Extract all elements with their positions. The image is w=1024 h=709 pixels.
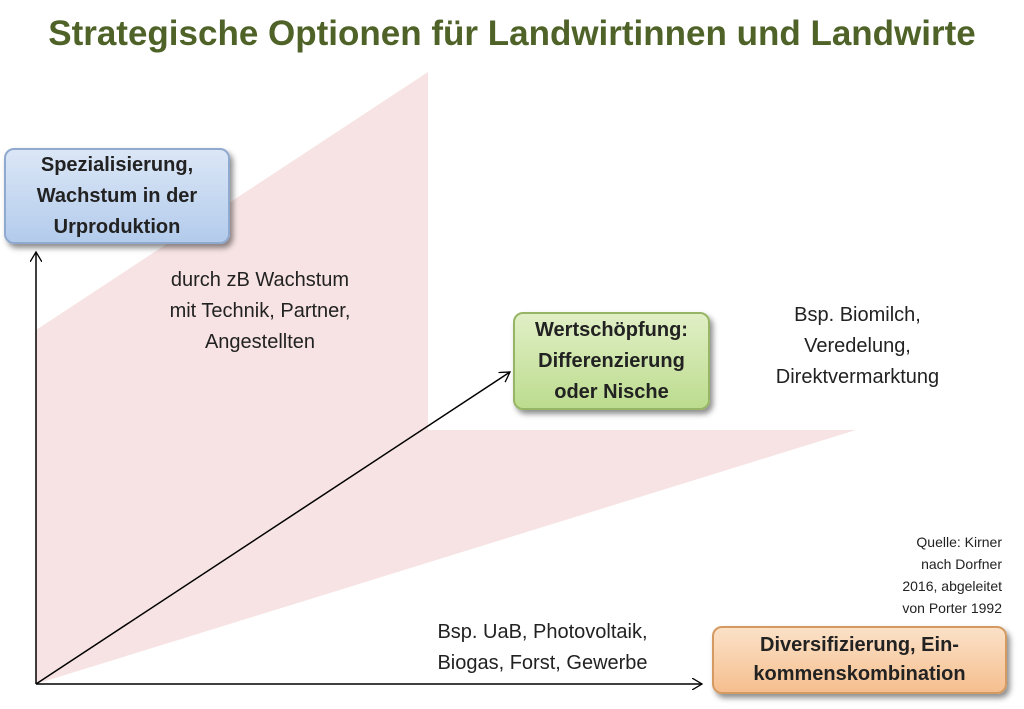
horizontal-band xyxy=(36,430,856,684)
value-creation-box: Wertschöpfung: Differenzierung oder Nisc… xyxy=(513,312,710,410)
source-note: Quelle: Kirner nach Dorfner 2016, abgele… xyxy=(902,534,1002,616)
diversification-box: Diversifizierung, Ein- kommenskombinatio… xyxy=(712,626,1007,694)
specialization-box: Spezialisierung, Wachstum in der Urprodu… xyxy=(4,148,230,244)
diversification-examples-note: Bsp. UaB, Photovoltaik, Biogas, Forst, G… xyxy=(437,621,648,674)
diagonal-arrow xyxy=(35,372,510,685)
page-title: Strategische Optionen für Landwirtinnen … xyxy=(48,14,976,53)
growth-note: durch zB Wachstum mit Technik, Partner, … xyxy=(169,269,351,353)
value-examples-note: Bsp. Biomilch, Veredelung, Direktvermark… xyxy=(775,304,940,388)
vertical-band xyxy=(36,72,428,684)
